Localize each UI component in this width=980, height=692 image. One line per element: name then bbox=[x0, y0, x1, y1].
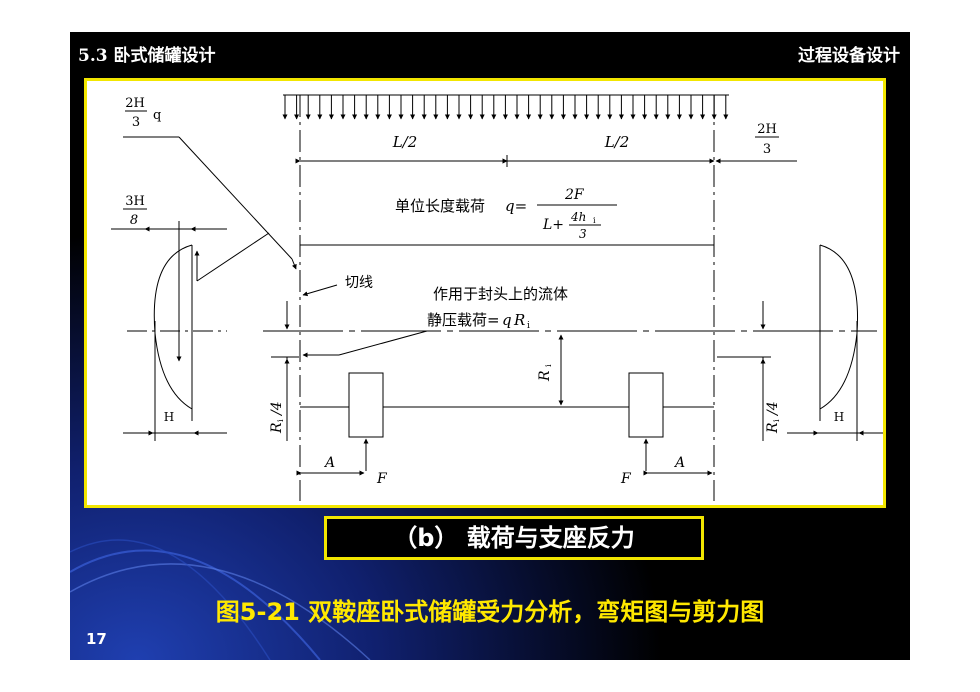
svg-text:4h: 4h bbox=[570, 210, 586, 224]
svg-text:R: R bbox=[513, 311, 525, 329]
distributed-load-arrows bbox=[282, 94, 729, 120]
slide: 5.3 卧式储罐设计 过程设备设计 2H bbox=[70, 32, 910, 660]
svg-text:L/2: L/2 bbox=[392, 133, 418, 151]
svg-text:i: i bbox=[772, 419, 781, 422]
svg-text:q: q bbox=[153, 108, 161, 123]
diagram-canvas: 2H 3 q 2H 3 L/2 L/ bbox=[111, 94, 883, 501]
figure-title: 图5-21 双鞍座卧式储罐受力分析，弯矩图与剪力图 bbox=[215, 598, 765, 626]
svg-text:/4: /4 bbox=[269, 401, 285, 417]
tangent-label: 切线 bbox=[302, 275, 373, 297]
top-right-fraction: 2H 3 bbox=[715, 122, 797, 164]
left-fraction: 3H 8 bbox=[111, 194, 270, 362]
quarter-radius-right: R i /4 bbox=[717, 301, 781, 441]
svg-text:3: 3 bbox=[763, 142, 771, 157]
svg-text:F: F bbox=[620, 471, 632, 487]
svg-text:H: H bbox=[834, 410, 844, 424]
svg-text:切线: 切线 bbox=[345, 275, 373, 291]
svg-text:A: A bbox=[323, 455, 335, 471]
svg-text:3H: 3H bbox=[125, 194, 145, 209]
reaction-left: F bbox=[363, 438, 388, 487]
svg-text:F: F bbox=[376, 471, 388, 487]
top-left-fraction: 2H 3 q bbox=[123, 96, 297, 270]
saddle-right bbox=[628, 372, 664, 438]
svg-text:2F: 2F bbox=[564, 187, 585, 203]
svg-text:3: 3 bbox=[132, 115, 140, 130]
svg-text:2H: 2H bbox=[757, 122, 777, 137]
subfigure-caption: （b） 载荷与支座反力 bbox=[324, 516, 704, 560]
page-number: 17 bbox=[86, 630, 107, 648]
svg-text:q: q bbox=[502, 311, 512, 329]
svg-text:i: i bbox=[276, 419, 285, 422]
svg-text:i: i bbox=[527, 321, 530, 331]
radius-dimension: R i bbox=[537, 334, 564, 406]
svg-text:R: R bbox=[765, 422, 781, 434]
saddle-left bbox=[348, 372, 384, 438]
load-diagram: 2H 3 q 2H 3 L/2 L/ bbox=[84, 78, 886, 508]
reaction-right: F bbox=[620, 438, 649, 487]
support-distance-right: A bbox=[643, 455, 713, 476]
svg-text:作用于封头上的流体: 作用于封头上的流体 bbox=[433, 285, 568, 303]
head-pressure-note: 作用于封头上的流体 静压载荷= q R i bbox=[302, 285, 568, 358]
unit-load-formula: 单位长度载荷 q= 2F L+ 4h i 3 bbox=[300, 187, 714, 246]
svg-text:8: 8 bbox=[130, 213, 138, 228]
svg-text:q=: q= bbox=[505, 197, 527, 215]
svg-text:i: i bbox=[544, 364, 553, 367]
svg-text:H: H bbox=[164, 410, 174, 424]
section-title: 5.3 卧式储罐设计 bbox=[78, 46, 216, 66]
support-distance-left: A bbox=[296, 455, 365, 476]
svg-text:L+: L+ bbox=[542, 217, 564, 233]
svg-text:R: R bbox=[269, 422, 285, 434]
svg-text:3: 3 bbox=[579, 227, 587, 241]
left-head: H bbox=[123, 244, 227, 441]
quarter-radius-left: R i /4 bbox=[269, 301, 299, 441]
svg-text:A: A bbox=[673, 455, 685, 471]
svg-text:i: i bbox=[593, 216, 596, 225]
svg-text:静压载荷=: 静压载荷= bbox=[427, 311, 500, 329]
svg-text:单位长度载荷: 单位长度载荷 bbox=[395, 197, 485, 215]
course-title: 过程设备设计 bbox=[798, 46, 900, 66]
svg-text:R: R bbox=[537, 370, 553, 382]
svg-text:2H: 2H bbox=[125, 96, 145, 111]
svg-text:L/2: L/2 bbox=[604, 133, 630, 151]
slide-header: 5.3 卧式储罐设计 过程设备设计 bbox=[70, 32, 910, 72]
half-span-dimension: L/2 L/2 bbox=[295, 133, 715, 167]
right-head: H bbox=[787, 244, 883, 441]
svg-text:/4: /4 bbox=[765, 401, 781, 417]
